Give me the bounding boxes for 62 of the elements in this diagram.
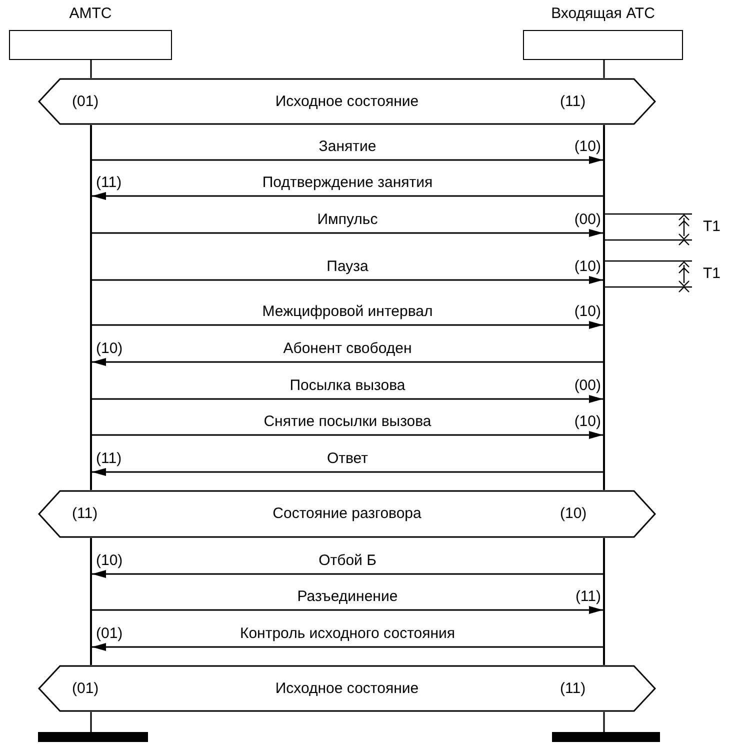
message-arrow [92,468,603,476]
signal-code: (11) [96,174,122,192]
signal-code: (10) [96,340,123,358]
edge-label: Импульс [317,211,378,229]
state-hexagon [38,78,656,125]
edge-label: Посылка вызова [290,377,406,395]
lifeline [603,60,605,78]
state-hexagon [38,665,656,712]
signal-code: (11) [575,588,601,606]
signal-code: (11) [560,680,586,698]
edge-label: Занятие [318,138,376,156]
signal-code: (00) [574,211,601,229]
message-arrow [92,431,603,439]
lifeline-end-bar [552,732,660,742]
message-arrow [92,358,603,366]
signal-code: (10) [574,138,601,156]
timer-label: T1 [703,218,721,236]
message-arrow [92,276,603,284]
signal-code: (10) [574,258,601,276]
lifeline-end-bar [38,732,148,742]
message-arrow [92,643,603,651]
signal-code: (11) [96,450,122,468]
state-name: Исходное состояние [275,92,419,110]
lifeline [90,125,92,490]
signal-code: (10) [560,505,587,523]
message-arrow [92,321,603,329]
lifeline [90,712,92,732]
message-arrow [92,606,603,614]
signal-code: (01) [72,92,99,110]
lifeline [603,538,605,665]
state-hexagon [38,490,656,538]
edge-label: Абонент свободен [283,340,412,358]
signal-code: (10) [574,413,601,431]
edge-label: Межцифровой интервал [262,303,433,321]
signal-code: (11) [560,92,586,110]
lifeline [603,125,605,490]
edge-label: Снятие посылки вызова [264,413,432,431]
state-name: Состояние разговора [272,505,422,523]
edge-label: Подтверждение занятия [262,174,433,192]
lifeline [90,60,92,78]
message-arrow [92,192,603,200]
state-name: Исходное состояние [275,680,419,698]
signal-code: (10) [574,303,601,321]
message-arrow [92,570,603,578]
edge-label: Разъединение [297,588,398,606]
signal-code: (11) [72,505,98,523]
lifeline [90,538,92,665]
edge-label: Контроль исходного состояния [240,625,456,643]
lifeline [603,712,605,732]
signal-code: (10) [96,552,123,570]
lifeline-title: АМТС [69,5,112,23]
edge-label: Отбой Б [318,552,376,570]
edge-label: Ответ [326,450,368,468]
message-arrow [92,395,603,403]
edge-label: Пауза [326,258,368,276]
timer-label: T1 [703,265,721,283]
signal-code: (01) [96,625,123,643]
message-arrow [92,229,603,237]
message-arrow [92,156,603,164]
lifeline-title: Входящая АТС [551,5,655,23]
signal-code: (00) [574,377,601,395]
signal-code: (01) [72,680,99,698]
